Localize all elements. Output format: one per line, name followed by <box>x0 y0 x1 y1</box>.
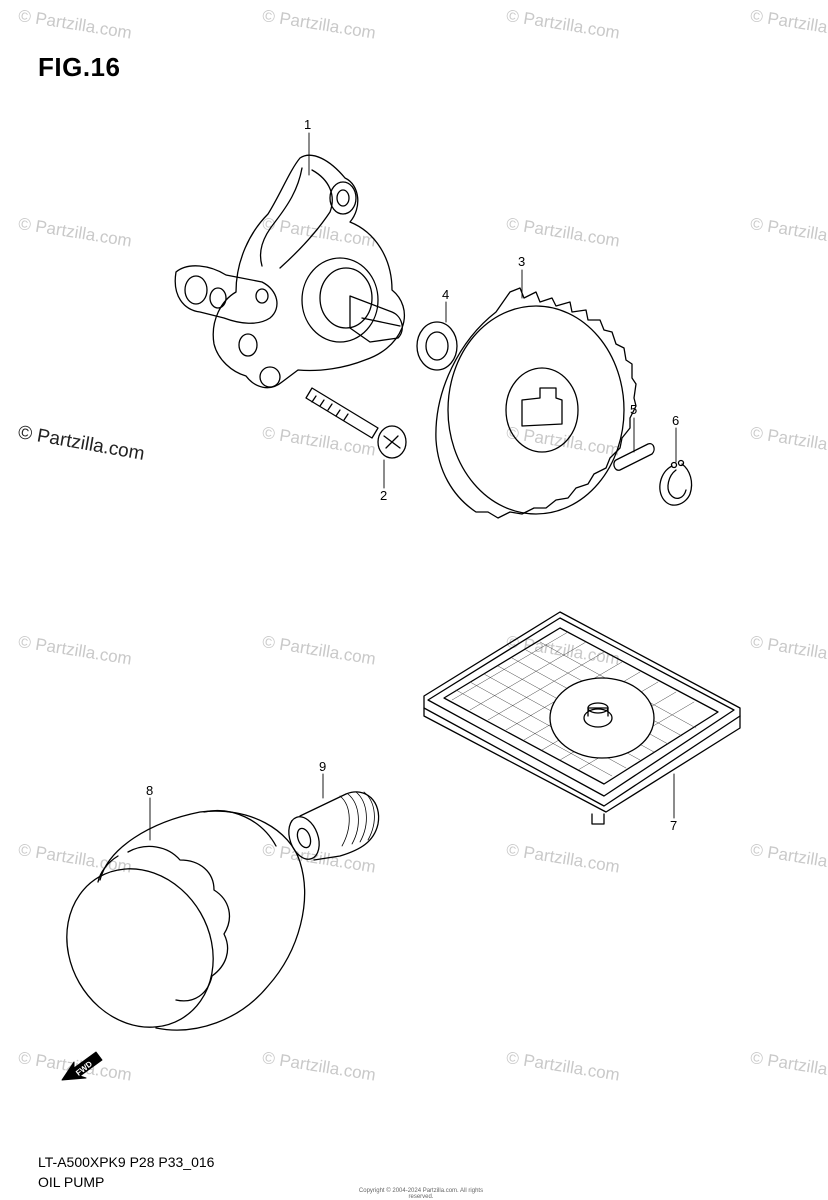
fwd-arrow-icon <box>61 1051 103 1081</box>
callout-6: 6 <box>672 413 680 428</box>
model-code: LT-A500XPK9 P28 P33_016 <box>38 1154 215 1170</box>
oil-pump-body[interactable] <box>174 154 406 389</box>
callout-9: 9 <box>319 759 327 774</box>
copyright-note: Copyright © 2004-2024 Partzilla.com. All… <box>358 1188 484 1200</box>
washer[interactable] <box>416 321 458 371</box>
callout-3: 3 <box>518 254 526 269</box>
bolt[interactable] <box>305 387 407 459</box>
callout-1: 1 <box>304 117 312 132</box>
callout-4: 4 <box>442 287 450 302</box>
circlip[interactable] <box>659 459 693 506</box>
callout-7: 7 <box>670 818 678 833</box>
diagram-caption: OIL PUMP <box>38 1174 105 1190</box>
callout-5: 5 <box>630 402 638 417</box>
gear[interactable] <box>435 287 637 519</box>
callout-2: 2 <box>380 488 388 503</box>
pin[interactable] <box>613 443 655 471</box>
oil-strainer[interactable] <box>423 611 741 825</box>
callout-8: 8 <box>146 783 154 798</box>
oil-filter[interactable] <box>38 810 306 1054</box>
figure-title: FIG.16 <box>38 52 121 82</box>
union-bolt[interactable] <box>283 791 380 864</box>
